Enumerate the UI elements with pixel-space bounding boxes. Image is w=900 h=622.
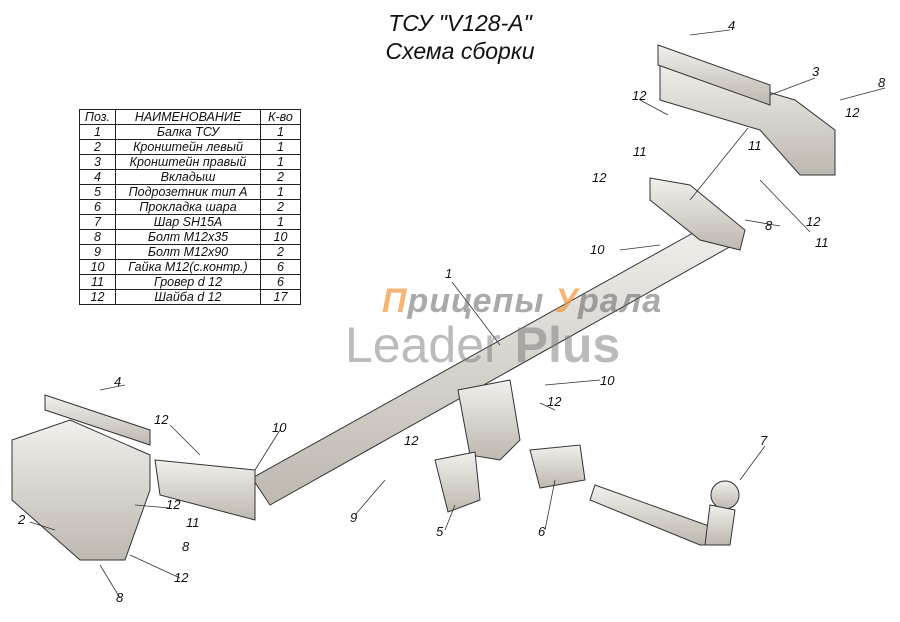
callout-label: 10 bbox=[590, 242, 605, 257]
part-position: 1 bbox=[79, 124, 116, 140]
callout-label: 10 bbox=[272, 420, 287, 435]
part-position: 11 bbox=[79, 274, 116, 290]
part-quantity: 1 bbox=[260, 154, 301, 170]
beam-plate-left bbox=[154, 459, 256, 521]
callout-label: 12 bbox=[174, 570, 189, 585]
callout-label: 2 bbox=[18, 512, 26, 527]
callout-label: 12 bbox=[547, 394, 562, 409]
callout-label: 12 bbox=[404, 433, 419, 448]
callout-label: 8 bbox=[116, 590, 124, 605]
callout-label: 1 bbox=[445, 266, 453, 281]
callout-label: 11 bbox=[633, 144, 647, 159]
part-position: 8 bbox=[79, 229, 116, 245]
part-quantity: 2 bbox=[260, 244, 301, 260]
tow-bar bbox=[589, 484, 726, 546]
callout-label: 12 bbox=[806, 214, 821, 229]
part-quantity: 1 bbox=[260, 184, 301, 200]
part-position: 12 bbox=[79, 289, 116, 305]
insert-right bbox=[657, 44, 771, 106]
part-position: 5 bbox=[79, 184, 116, 200]
callout-label: 11 bbox=[186, 515, 200, 530]
watermark-en: Leader Plus bbox=[345, 317, 621, 373]
part-quantity: 2 bbox=[260, 199, 301, 215]
part-name: Кронштейн левый bbox=[115, 139, 261, 155]
part-position: 2 bbox=[79, 139, 116, 155]
insert-left bbox=[44, 394, 151, 446]
part-name: Кронштейн правый bbox=[115, 154, 261, 170]
part-name: Подрозетник тип А bbox=[115, 184, 261, 200]
callout-label: 12 bbox=[154, 412, 169, 427]
part-name: Болт М12х35 bbox=[115, 229, 261, 245]
part-position: 9 bbox=[79, 244, 116, 260]
callout-label: 12 bbox=[632, 88, 647, 103]
bracket-right bbox=[659, 59, 836, 176]
part-quantity: 6 bbox=[260, 274, 301, 290]
part-position: 10 bbox=[79, 259, 116, 275]
part-position: 6 bbox=[79, 199, 116, 215]
part-name: Шар SH15A bbox=[115, 214, 261, 230]
part-quantity: 1 bbox=[260, 124, 301, 140]
part-position: 7 bbox=[79, 214, 116, 230]
part-name: Гайка М12(с.контр.) bbox=[115, 259, 261, 275]
part-quantity: 6 bbox=[260, 259, 301, 275]
part-name: Прокладка шара bbox=[115, 199, 261, 215]
callout-label: 9 bbox=[350, 510, 358, 525]
diagram-subtitle: Схема сборки bbox=[385, 38, 535, 64]
tow-ball bbox=[710, 480, 740, 510]
callout-label: 7 bbox=[760, 433, 768, 448]
callout-label: 8 bbox=[878, 75, 886, 90]
callout-label: 4 bbox=[728, 18, 736, 33]
callout-label: 12 bbox=[592, 170, 607, 185]
part-quantity: 17 bbox=[260, 289, 301, 305]
part-quantity: 10 bbox=[260, 229, 301, 245]
part-quantity: 1 bbox=[260, 214, 301, 230]
part-name: Болт М12х90 bbox=[115, 244, 261, 260]
part-name: Балка ТСУ bbox=[115, 124, 261, 140]
part-name: Шайба d 12 bbox=[115, 289, 261, 305]
part-quantity: 2 bbox=[260, 169, 301, 185]
socket-plate bbox=[434, 451, 481, 513]
callout-label: 12 bbox=[166, 497, 181, 512]
callout-label: 5 bbox=[436, 524, 444, 539]
callout-label: 6 bbox=[538, 524, 546, 539]
part-position: 4 bbox=[79, 169, 116, 185]
callout-label: 12 bbox=[845, 105, 860, 120]
callout-label: 11 bbox=[815, 235, 829, 250]
ball-mount bbox=[457, 379, 521, 461]
leader-lines bbox=[29, 29, 886, 599]
part-quantity: 1 bbox=[260, 139, 301, 155]
callout-label: 11 bbox=[748, 138, 762, 153]
diagram-title: ТСУ "V128-A" bbox=[388, 10, 532, 36]
part-position: 3 bbox=[79, 154, 116, 170]
callout-label: 10 bbox=[600, 373, 615, 388]
callout-label: 8 bbox=[765, 218, 773, 233]
bracket-left bbox=[11, 419, 151, 561]
callout-label: 4 bbox=[114, 374, 122, 389]
callout-label: 3 bbox=[812, 64, 820, 79]
spacer-plates bbox=[529, 444, 586, 489]
table-header: Поз. НАИМЕНОВАНИЕ К-во bbox=[79, 109, 301, 125]
part-name: Гровер d 12 bbox=[115, 274, 261, 290]
callout-label: 8 bbox=[182, 539, 190, 554]
watermark-ru: Прицепы Урала bbox=[382, 282, 663, 320]
beam-plate-right bbox=[649, 177, 746, 251]
part-name: Вкладыш bbox=[115, 169, 261, 185]
